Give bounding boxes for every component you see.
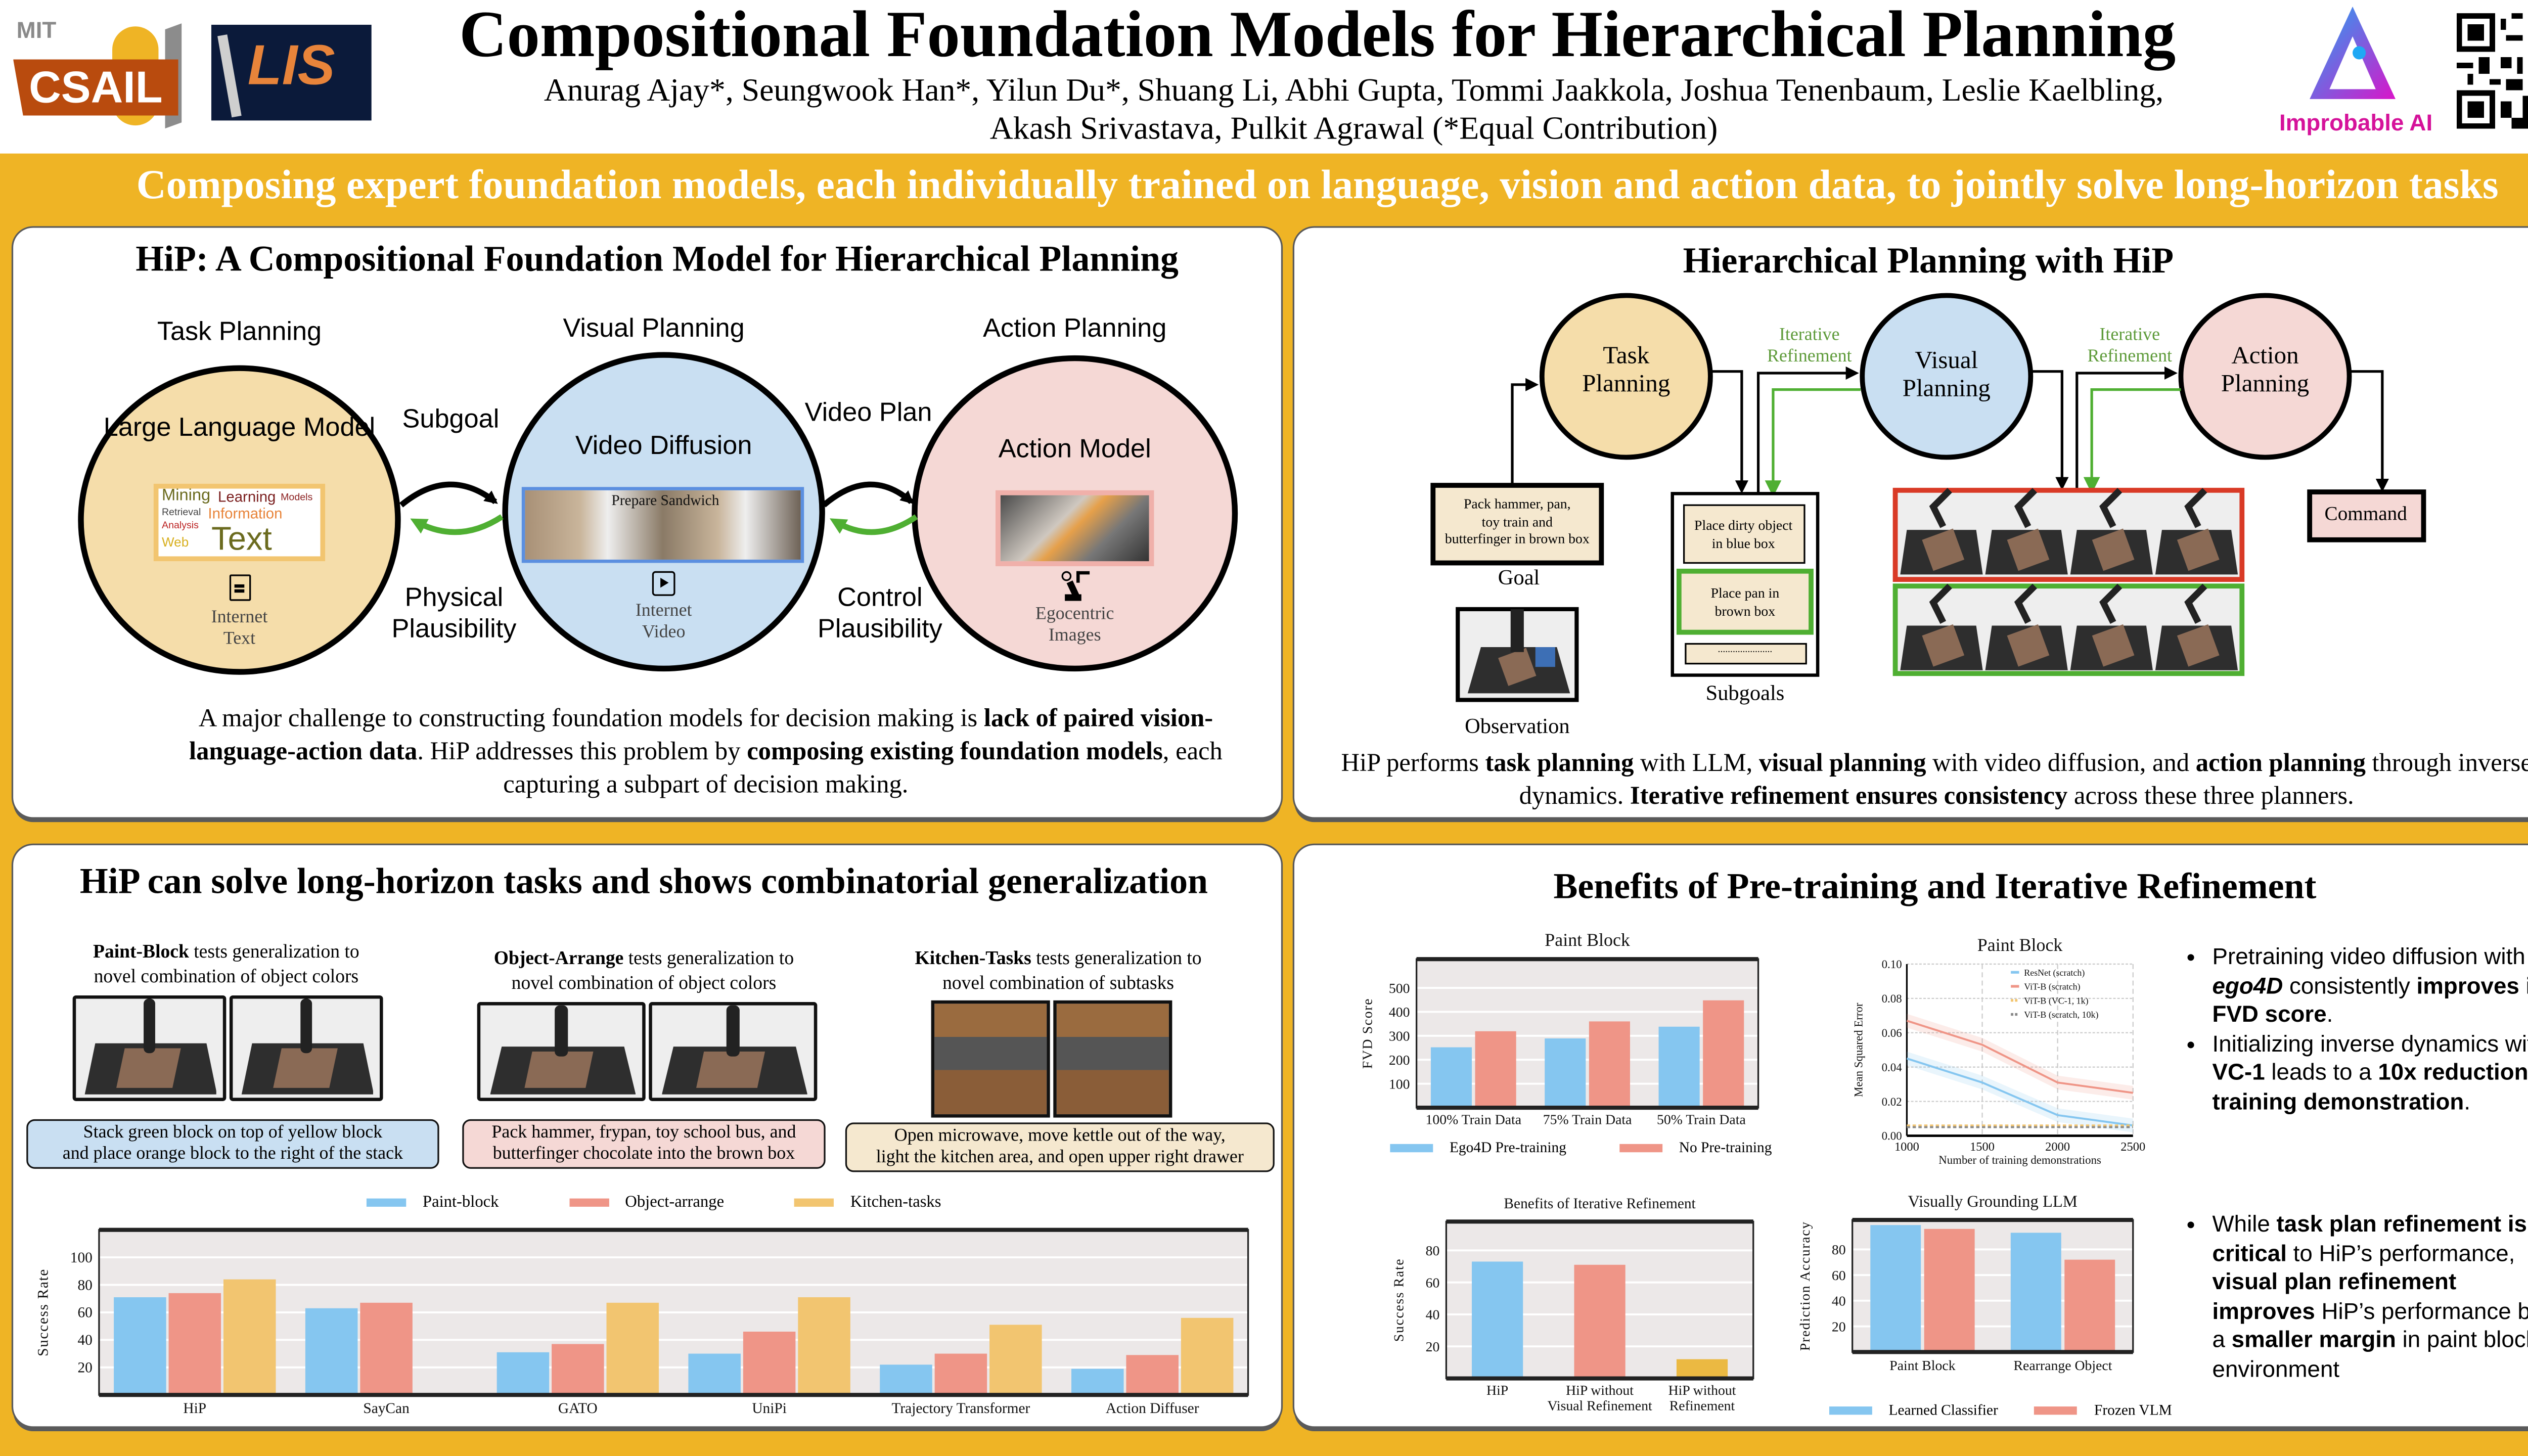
legend-item-paint-block: Paint-block <box>366 1194 499 1212</box>
panel4-title: Benefits of Pre-training and Iterative R… <box>1553 865 2317 906</box>
video-diffusion-label: Video Diffusion <box>575 432 752 461</box>
header: MIT CSAIL LIS Compositional Foundation M… <box>0 0 2528 154</box>
logo-lis-text: LIS <box>247 34 335 98</box>
bullet-refinement: While task plan refinement is critical t… <box>2213 1210 2528 1383</box>
lis-logo: LIS <box>211 24 372 121</box>
task-desc-object-arrange: Pack hammer, frypan, toy school bus, and… <box>462 1119 826 1169</box>
bullet-vc1: Initializing inverse dynamics with VC-1 … <box>2213 1029 2528 1116</box>
kitchen-image-2 <box>1053 1000 1172 1118</box>
fvd-legend: Ego4D Pre-training No Pre-training <box>1390 1139 1772 1156</box>
word-cloud-word: Retrieval <box>162 508 201 519</box>
qr-code[interactable] <box>2456 13 2528 129</box>
subgoals-label: Subgoals <box>1705 680 1785 705</box>
object-arrange-image-1 <box>477 1002 646 1101</box>
video-icon <box>652 571 675 596</box>
panel1-title: HiP: A Compositional Foundation Model fo… <box>136 238 1179 279</box>
legend-item-kitchen-tasks: Kitchen-tasks <box>794 1194 941 1212</box>
word-cloud-word: Web <box>162 534 189 550</box>
legend-item-object-arrange: Object-arrange <box>569 1194 724 1212</box>
paint-block-image-1 <box>72 995 227 1101</box>
legend-item-ego4d: Ego4D Pre-training <box>1390 1139 1566 1156</box>
robot-arm-icon <box>1061 571 1090 601</box>
document-icon <box>229 574 251 601</box>
panel3-title: HiP can solve long-horizon tasks and sho… <box>79 860 1208 901</box>
benefits-bullets-2: While task plan refinement is critical t… <box>2189 1210 2528 1383</box>
legend-item-no-pretraining: No Pre-training <box>1619 1139 1772 1156</box>
bullet-ego4d: Pretraining video diffusion with ego4D c… <box>2213 942 2528 1029</box>
label-task-planning: Task Planning <box>157 318 322 347</box>
egocentric-image <box>995 490 1154 567</box>
panel2-title: Hierarchical Planning with HiP <box>1683 239 2174 281</box>
edge-label-video-plan: Video Plan <box>804 399 932 428</box>
word-cloud-word: Analysis <box>162 521 199 532</box>
video-caption: Prepare Sandwich <box>611 492 719 509</box>
object-arrange-image-2 <box>649 1002 818 1101</box>
label-visual-planning: Visual Planning <box>563 315 745 344</box>
task-desc-paint-block: Stack green block on top of yellow block… <box>26 1119 439 1169</box>
command-label: Command <box>2324 502 2407 525</box>
panel2-description: HiP performs task planning with LLM, vis… <box>1341 749 2528 811</box>
word-cloud-word: Learning <box>218 488 276 506</box>
kitchen-image-1 <box>931 1000 1050 1118</box>
action-model-label: Action Model <box>998 436 1151 464</box>
goal-label: Goal <box>1498 564 1540 589</box>
logo-mit-text: MIT <box>16 16 57 43</box>
paint-block-image-2 <box>229 995 383 1101</box>
observation-label: Observation <box>1465 713 1570 738</box>
word-cloud-word: Information <box>208 505 283 522</box>
legend-item-frozen-vlm: Frozen VLM <box>2035 1401 2172 1418</box>
success-rate-legend: Paint-block Object-arrange Kitchen-tasks <box>366 1194 941 1212</box>
word-cloud-word: Text <box>211 521 272 558</box>
authors-line-2: Akash Srivastava, Pulkit Agrawal (*Equal… <box>989 112 1718 147</box>
word-cloud-word: Models <box>281 493 313 504</box>
subgoal-more: ...................... <box>1718 645 1773 656</box>
video-frames-image: Prepare Sandwich <box>521 487 804 563</box>
llm-label: Large Language Model <box>103 414 376 443</box>
benefits-bullets-1: Pretraining video diffusion with ego4D c… <box>2189 942 2528 1116</box>
improbable-ai-logo: Improbable AI <box>2262 4 2447 146</box>
word-cloud-word: Mining <box>162 487 211 506</box>
banner-text: Composing expert foundation models, each… <box>136 163 2499 208</box>
edge-label-subgoal: Subgoal <box>402 406 500 434</box>
improbable-ai-icon <box>2310 7 2396 99</box>
label-action-planning: Action Planning <box>983 315 1167 344</box>
logo-csail-text: CSAIL <box>13 59 178 116</box>
legend-item-learned-classifier: Learned Classifier <box>1829 1401 1998 1418</box>
word-cloud-image: Mining Learning Models Retrieval Informa… <box>153 483 326 562</box>
task-desc-kitchen-tasks: Open microwave, move kettle out of the w… <box>845 1122 1275 1172</box>
authors-line-1: Anurag Ajay*, Seungwook Han*, Yilun Du*,… <box>544 74 2164 109</box>
logo-improbable-text: Improbable AI <box>2279 109 2433 135</box>
poster-title: Compositional Foundation Models for Hier… <box>459 0 2176 71</box>
mit-csail-logo: MIT CSAIL <box>13 17 198 135</box>
vg-legend: Learned Classifier Frozen VLM <box>1829 1401 2172 1418</box>
panel1-description: A major challenge to constructing founda… <box>189 705 1223 799</box>
